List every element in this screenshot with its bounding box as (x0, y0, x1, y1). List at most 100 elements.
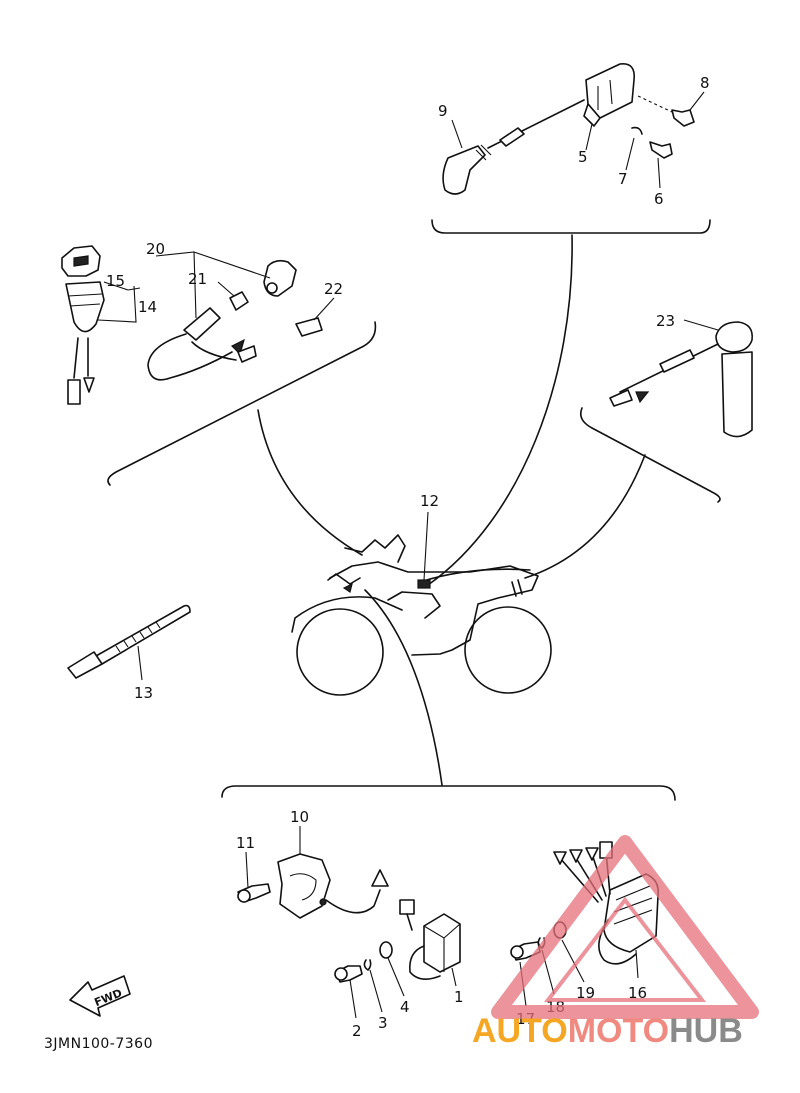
atv-connector (417, 579, 431, 589)
atv-rear-wheel (464, 606, 552, 694)
bolt-2-head (334, 967, 348, 981)
sensor-20-wire-b (191, 341, 237, 361)
main-switch-leads (73, 337, 89, 379)
rectifier-terminal-c (585, 847, 599, 861)
fwd-arrow-icon: FWD (69, 975, 131, 1017)
bracket-ignition-coil-group (431, 219, 711, 234)
callout-14: 14 (138, 298, 157, 316)
ignition-coil-group (442, 63, 705, 195)
cable-tie-head (67, 651, 103, 679)
leader-9 (451, 119, 463, 149)
leader-23 (683, 319, 719, 331)
leader-16 (635, 949, 639, 979)
bracket-cdi-unit-group (221, 785, 676, 801)
atv-vehicle (291, 534, 552, 696)
cable-tie-group (67, 604, 191, 681)
callout-1: 1 (454, 988, 464, 1006)
leader-13 (137, 645, 143, 681)
leader-coil-to-vehicle (427, 234, 573, 586)
dash-coil-8 (637, 95, 673, 113)
callout-12: 12 (420, 492, 439, 510)
callout-21: 21 (188, 270, 207, 288)
throttle-cable-sheath (659, 349, 695, 373)
watermark-text: AUTOMOTOHUB (472, 1012, 743, 1050)
atv-front-mark (342, 582, 353, 593)
rectifier-16-fins (613, 885, 653, 925)
leader-8 (689, 91, 705, 111)
leader-3 (369, 969, 383, 1013)
atv-engine-block (387, 591, 441, 619)
callout-2: 2 (352, 1022, 362, 1040)
cdi-unit-plug-wire (406, 913, 413, 931)
diagram-code: 3JMN100-7360 (44, 1036, 153, 1052)
callout-9: 9 (438, 102, 448, 120)
leader-1 (451, 967, 457, 987)
main-switch-group (61, 245, 335, 405)
leader-cdi-to-vehicle (364, 589, 443, 786)
ignition-coil-bracket (583, 103, 601, 127)
main-switch-rings (67, 293, 103, 307)
leader-5 (585, 123, 593, 151)
bracket-10-wire (325, 889, 381, 914)
callout-10: 10 (290, 808, 309, 826)
callout-6: 6 (654, 190, 664, 208)
callout-3: 3 (378, 1014, 388, 1032)
leader-20a (193, 251, 271, 279)
leader-switch-to-vehicle (257, 409, 363, 556)
main-switch-body (65, 281, 105, 333)
leader-19 (561, 939, 585, 983)
bracket-10-slot (289, 873, 317, 901)
bracket-10-hole (319, 898, 327, 906)
watermark-logo (491, 835, 759, 1019)
leader-7 (625, 137, 635, 171)
leader-4 (387, 957, 405, 997)
cdi-unit-plug (399, 899, 415, 915)
sensor-20-terminal-b (237, 345, 257, 363)
callout-19: 19 (576, 984, 595, 1002)
callout-7: 7 (618, 170, 628, 188)
callout-4: 4 (400, 998, 410, 1016)
cable-tie-ribs (115, 621, 161, 653)
cable-tie-band (95, 604, 191, 665)
bolt-6 (649, 141, 673, 159)
callout-16: 16 (628, 984, 647, 1002)
leader-11 (245, 851, 249, 889)
main-switch-key-hole (73, 255, 89, 267)
watermark-hub: HUB (669, 1012, 743, 1050)
label-22 (295, 317, 323, 337)
callout-20: 20 (146, 240, 165, 258)
bracket-10 (277, 853, 331, 919)
callout-15: 15 (106, 272, 125, 290)
washer-4 (379, 941, 393, 959)
atv-handlebar (344, 534, 406, 563)
leader-6 (657, 157, 661, 189)
atv-front-rack (327, 573, 361, 585)
rectifier-terminal-a (553, 851, 567, 865)
leader-22 (313, 297, 335, 321)
bracket-main-switch-group (107, 321, 377, 486)
sensor-20-wire (147, 333, 233, 381)
bolt-8 (671, 109, 695, 127)
atv-front-wheel (296, 608, 384, 696)
leader-throttle-to-vehicle (524, 454, 646, 579)
cdi-unit (423, 913, 461, 973)
atv-body-outline (329, 561, 539, 656)
spark-plug-cap-ribs (475, 144, 492, 161)
sensor-20-body (183, 307, 221, 341)
cdi-unit-group (237, 826, 660, 1019)
leader-21 (217, 281, 235, 297)
atv-rear-mark (511, 579, 523, 597)
watermark-moto: MOTO (568, 1012, 669, 1050)
callout-5: 5 (578, 148, 588, 166)
spark-plug-cap (442, 145, 486, 195)
leader-14 (97, 285, 137, 323)
cdi-unit-lead (408, 945, 441, 980)
rectifier-terminal-b (569, 849, 583, 863)
leader-20b (155, 251, 197, 319)
throttle-cable-end (609, 389, 633, 407)
callout-13: 13 (134, 684, 153, 702)
leader-12 (423, 511, 429, 581)
main-switch-connector-a (67, 379, 81, 405)
main-switch-connector-b (83, 377, 95, 393)
